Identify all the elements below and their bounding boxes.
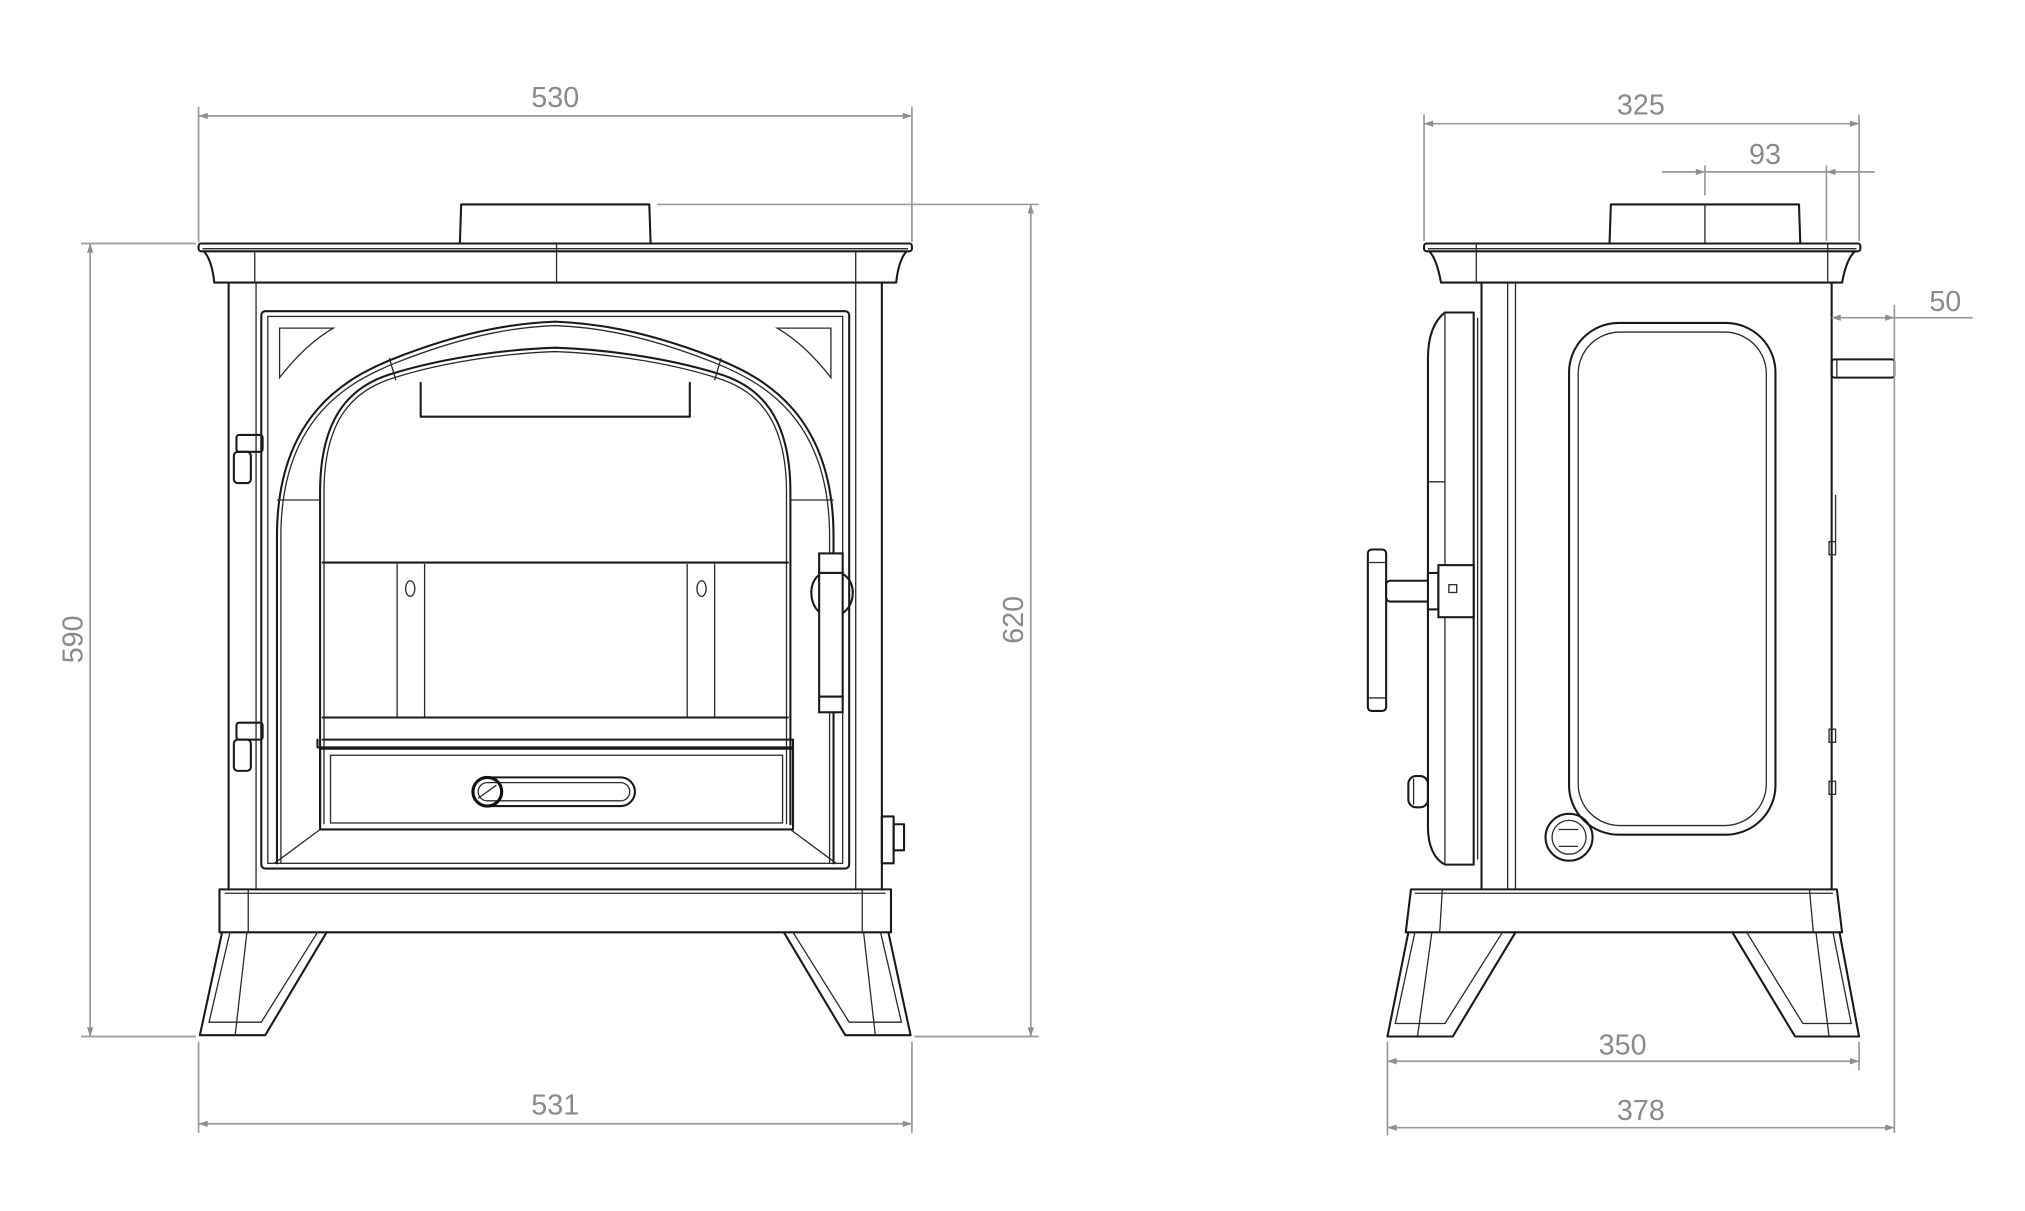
side-dimensions: 325 93 50 350 378 xyxy=(1386,90,1973,1136)
dim-side-overall-depth: 378 xyxy=(1617,1095,1665,1127)
dim-front-base-width: 531 xyxy=(531,1090,579,1122)
stove-body-front xyxy=(227,281,883,891)
flue-collar-side xyxy=(1608,203,1802,245)
side-window xyxy=(1544,321,1777,862)
dim-front-height-620: 620 xyxy=(998,596,1030,644)
dim-side-flue-offset: 93 xyxy=(1749,139,1781,171)
base-and-legs-front xyxy=(198,888,912,1037)
stove-body-side xyxy=(1480,281,1837,891)
front-view xyxy=(197,203,913,1037)
dim-side-spigot: 50 xyxy=(1929,286,1961,318)
air-vent-icon xyxy=(1544,812,1594,862)
side-air-knob-icon xyxy=(1407,775,1429,809)
side-knob-icon xyxy=(880,815,906,865)
side-view xyxy=(1366,203,1896,1038)
base-and-legs-side xyxy=(1386,888,1861,1038)
top-plate-side xyxy=(1422,242,1862,284)
dim-front-top-width: 530 xyxy=(531,82,579,114)
hinge-icon xyxy=(232,433,264,772)
rear-spigot xyxy=(1830,358,1896,379)
dim-side-base-depth: 350 xyxy=(1599,1030,1647,1062)
door-front xyxy=(260,310,851,870)
dim-front-height-590: 590 xyxy=(57,615,89,663)
air-slider-icon xyxy=(471,775,636,808)
door-handle-side-icon xyxy=(1366,548,1475,713)
top-plate-front xyxy=(197,242,913,284)
front-dimensions: 530 531 590 620 xyxy=(57,82,1039,1133)
door-handle-front-icon xyxy=(810,552,854,714)
dim-side-top-depth: 325 xyxy=(1617,90,1665,122)
flue-collar-front xyxy=(458,203,652,245)
